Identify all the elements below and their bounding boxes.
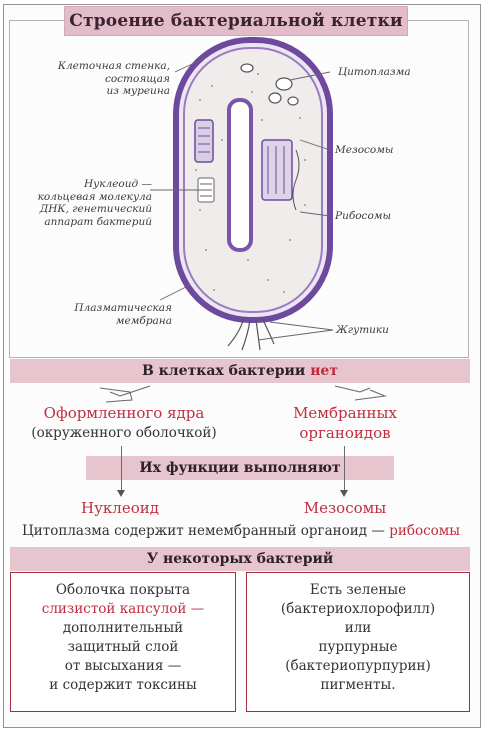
- label-nucleoid: Нуклеоид — кольцевая молекула ДНК, генет…: [30, 178, 152, 228]
- capsule-line5: от высыхания —: [64, 658, 182, 674]
- cytoplasm-granules: [195, 73, 306, 293]
- connector-right: [344, 446, 345, 492]
- pigment-line3: или: [344, 620, 372, 636]
- capsule-box: [10, 572, 236, 712]
- label-nucleoid-line2: кольцевая молекула: [37, 190, 152, 203]
- pigment-line5: (бактериопурпурин): [285, 658, 431, 674]
- band1-emphasis: нет: [310, 363, 339, 379]
- band-some-bacteria: У некоторых бактерий: [10, 547, 470, 571]
- ribosomes: [292, 149, 300, 211]
- inclusion-2: [268, 92, 282, 104]
- mesosome-right: [261, 139, 293, 201]
- label-cell-wall: Клеточная стенка, состоящая из муреина: [24, 60, 170, 98]
- cytoplasm-note-emphasis: рибосомы: [389, 523, 461, 539]
- leader-lines: [150, 57, 334, 341]
- inclusion-3: [287, 96, 299, 106]
- band-functions: Их функции выполняют: [86, 456, 394, 480]
- band-no-in-bacteria-text: В клетках бактерии нет: [10, 359, 470, 383]
- absent-organelles-subtitle: органоидов: [299, 424, 391, 442]
- mesosome-left: [194, 119, 214, 163]
- function-nucleoid: Нуклеоид: [81, 499, 159, 517]
- nucleoid-body: [227, 98, 253, 252]
- pigment-line6: пигменты.: [320, 677, 396, 693]
- label-cell-wall-line1: Клеточная стенка,: [57, 60, 170, 72]
- label-nucleoid-line4: аппарат бактерий: [44, 215, 152, 228]
- label-flagella: Жгутики: [336, 324, 389, 336]
- cytoplasm-note-text: Цитоплазма содержит немембранный органои…: [21, 523, 390, 539]
- band-some-bacteria-text: У некоторых бактерий: [146, 551, 334, 567]
- absent-organelles-title: Мембранных: [293, 404, 397, 422]
- absent-nucleus-subtitle: (окруженного оболочкой): [31, 425, 217, 441]
- pigment-line4: пурпурные: [318, 639, 398, 655]
- label-ribosomes: Рибосомы: [335, 210, 392, 222]
- band-functions-text: Их функции выполняют: [139, 460, 341, 476]
- connector-left: [121, 446, 122, 492]
- label-plasma-membrane: Плазматическая мембрана: [50, 302, 172, 327]
- capsule-line6: и содержит токсины: [49, 677, 197, 693]
- function-mesosomes: Мезосомы: [303, 499, 387, 517]
- flagella: [227, 317, 275, 351]
- label-plasma-membrane-line2: мембрана: [115, 314, 172, 327]
- band1-prefix: В клетках бактерии: [141, 363, 311, 379]
- label-nucleoid-line1: Нуклеоид —: [84, 178, 152, 190]
- pigment-line2: (бактериохлорофилл): [280, 601, 436, 617]
- label-plasma-membrane-line1: Плазматическая: [74, 302, 172, 314]
- arrow-left: [117, 490, 125, 497]
- capsule-line1: Оболочка покрыта: [55, 582, 191, 598]
- absent-nucleus-title: Оформленного ядра: [43, 404, 205, 422]
- label-cell-wall-line3: из муреина: [106, 85, 171, 97]
- label-cell-wall-line2: состоящая: [104, 72, 170, 85]
- pigment-line1: Есть зеленые: [309, 582, 407, 598]
- label-mesosomes: Мезосомы: [335, 144, 394, 156]
- arrow-right: [340, 490, 348, 497]
- capsule-line4: защитный слой: [67, 639, 179, 655]
- cytoplasm-note: Цитоплазма содержит немембранный органои…: [10, 522, 472, 541]
- inclusion-1: [275, 77, 293, 91]
- page-title: Строение бактериальной клетки: [69, 11, 403, 31]
- band-no-in-bacteria: В клетках бактерии нет: [10, 359, 470, 383]
- title-bar: Строение бактериальной клетки: [64, 6, 408, 36]
- pigment-box: [246, 572, 470, 712]
- inclusion-4: [240, 63, 254, 73]
- branch-arrows: [99, 385, 387, 403]
- capsule-line3: дополнительный: [62, 620, 184, 636]
- label-cytoplasm: Цитоплазма: [338, 66, 411, 78]
- capsule-line2: слизистой капсулой —: [41, 601, 205, 617]
- label-nucleoid-line3: ДНК, генетический: [39, 203, 152, 215]
